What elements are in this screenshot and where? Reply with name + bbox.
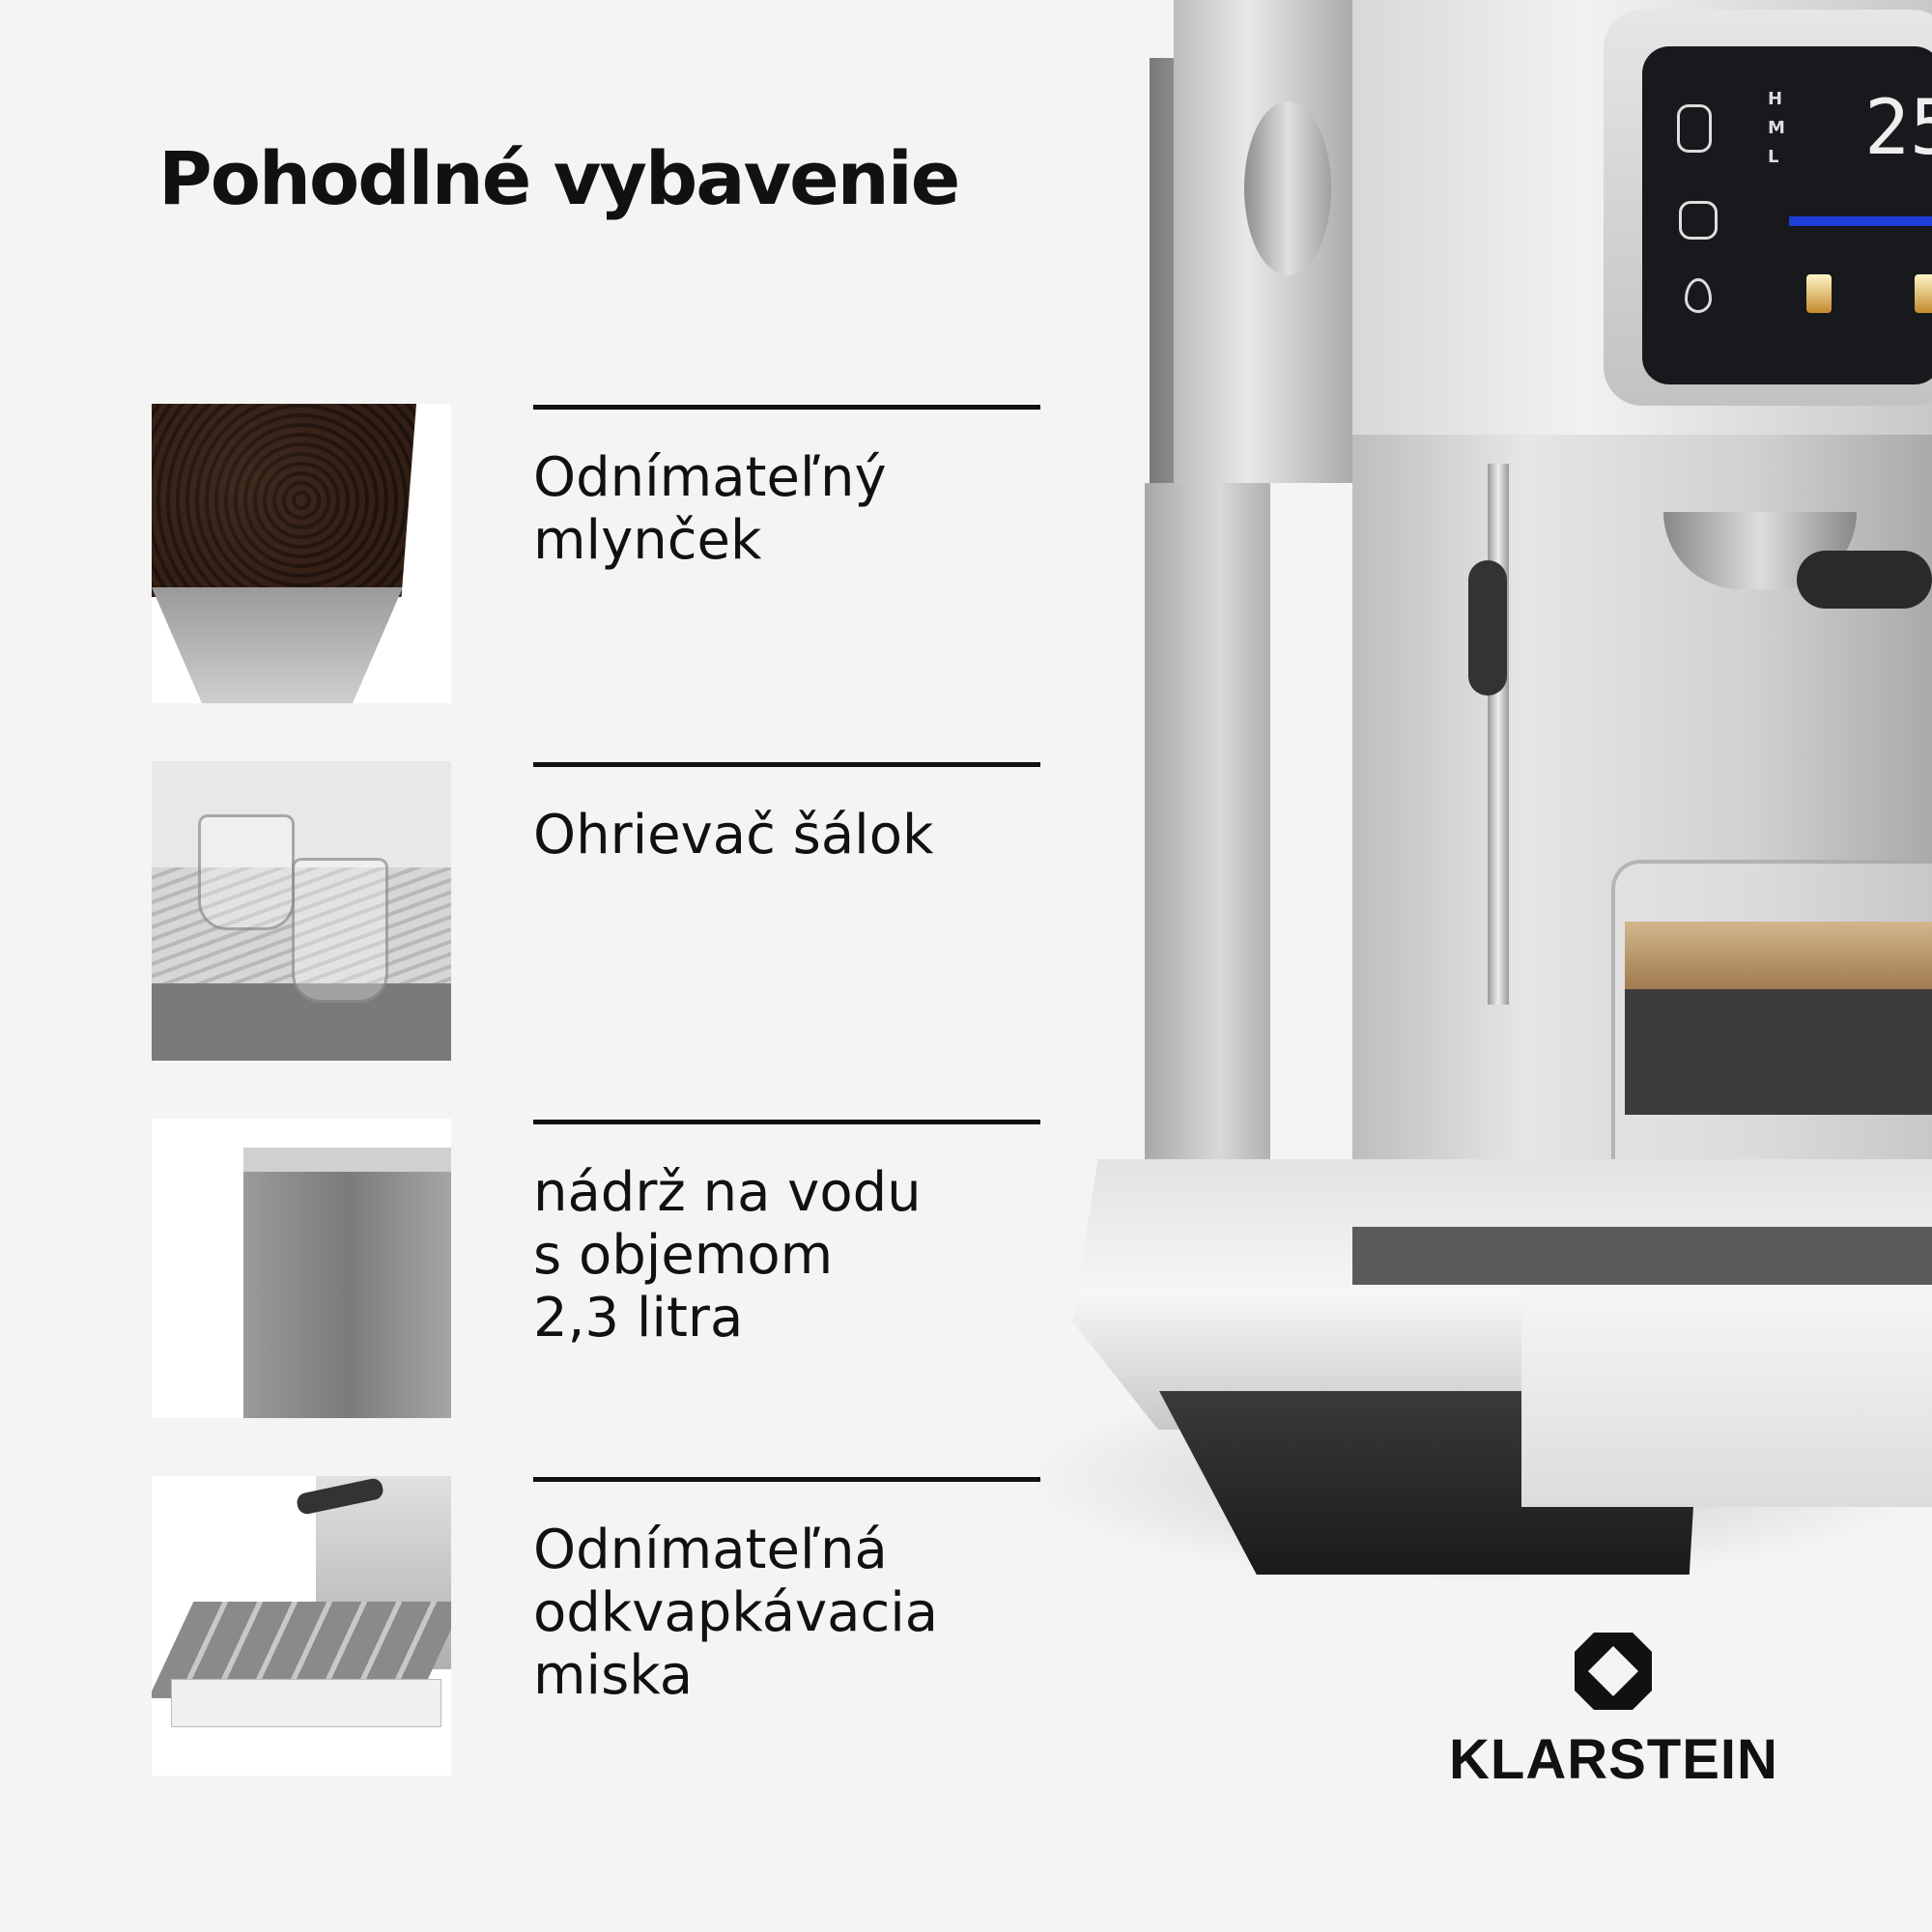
cup-icon: [1679, 201, 1718, 240]
progress-bar: [1789, 216, 1932, 226]
portafilter-handle: [1797, 551, 1932, 609]
steam-wand: [1488, 464, 1509, 1005]
divider: [533, 1120, 1040, 1124]
grinder-thumbnail: [152, 404, 451, 703]
divider: [533, 1477, 1040, 1482]
divider: [533, 405, 1040, 410]
klarstein-logo-icon: [1575, 1633, 1652, 1710]
level-medium: M: [1768, 118, 1785, 138]
divider: [533, 762, 1040, 767]
feature-label: nádrž na vodu s objemom 2,3 litra: [533, 1161, 922, 1350]
feature-label: Odnímateľný mlynček: [533, 446, 887, 572]
brand-name: KLARSTEIN: [1449, 1728, 1778, 1791]
thermometer-icon: [1677, 104, 1712, 153]
water-drop-icon: [1685, 278, 1712, 313]
feature-label: Odnímateľná odkvapkávacia miska: [533, 1519, 939, 1707]
double-cup-icon: [1915, 274, 1932, 313]
drip-tray-thumbnail: [152, 1476, 451, 1776]
feature-label: Ohrievač šálok: [533, 804, 934, 867]
dial-knob: [1244, 101, 1331, 275]
control-panel: H M L 25: [1642, 46, 1932, 384]
drip-tray: [1352, 1227, 1932, 1285]
single-cup-icon: [1806, 274, 1832, 313]
display-readout: 25: [1864, 85, 1932, 172]
brand-logo: KLARSTEIN: [1449, 1633, 1777, 1792]
level-low: L: [1768, 147, 1779, 167]
cup-warmer-thumbnail: [152, 761, 451, 1061]
level-high: H: [1768, 89, 1783, 109]
page-title: Pohodlné vybavenie: [158, 135, 960, 221]
water-tank-thumbnail: [152, 1119, 451, 1418]
